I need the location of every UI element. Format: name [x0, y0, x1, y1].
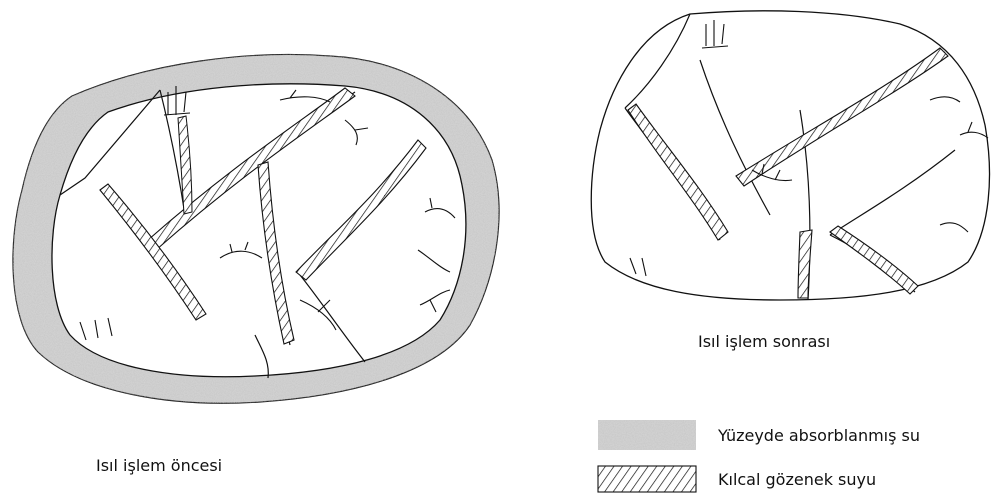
caption-before: Isıl işlem öncesi: [96, 456, 222, 475]
after-particle: [591, 11, 989, 300]
caption-after: Isıl işlem sonrası: [698, 332, 830, 351]
legend-label-adsorbed: Yüzeyde absorblanmış su: [718, 426, 920, 445]
legend: [598, 420, 696, 492]
before-particle: [13, 55, 499, 404]
particle-body: [52, 84, 466, 377]
legend-label-capillary: Kılcal gözenek suyu: [718, 470, 876, 489]
legend-swatch-adsorbed: [598, 420, 696, 450]
legend-swatch-capillary: [598, 466, 696, 492]
